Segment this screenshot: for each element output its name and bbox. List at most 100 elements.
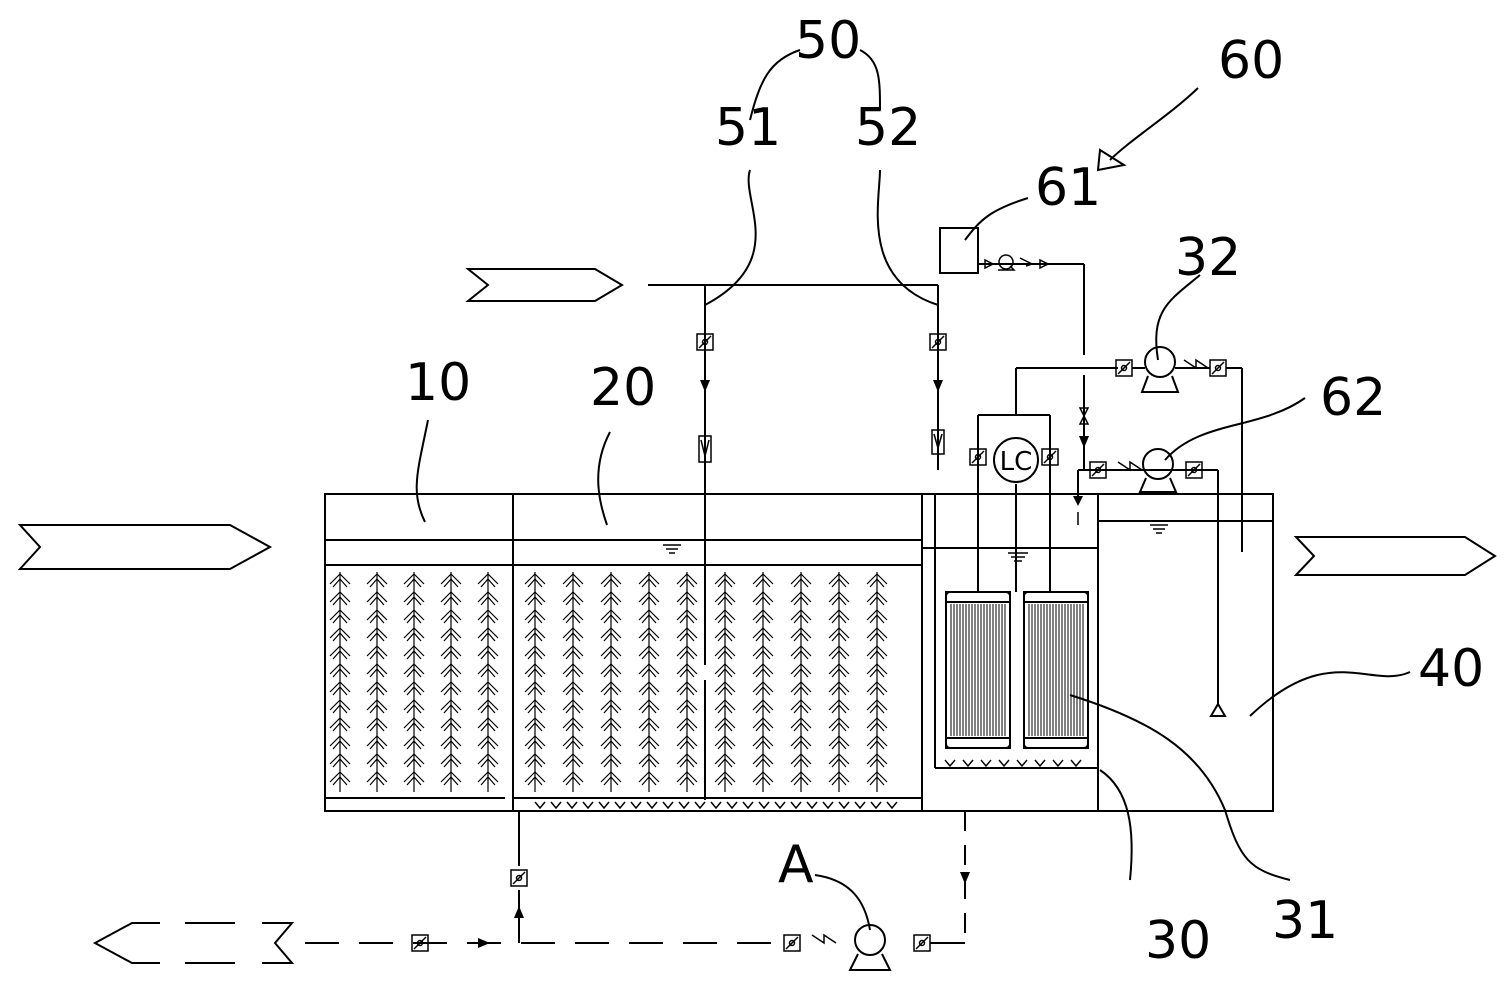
plant-leaf (752, 627, 774, 642)
plant-leaf (638, 681, 660, 696)
plant-leaf (790, 591, 812, 606)
aerator-nozzle (598, 801, 610, 810)
plant-leaf (676, 627, 698, 642)
plant-leaf (562, 591, 584, 606)
plant-leaf (366, 717, 388, 732)
plant-leaf (866, 699, 888, 714)
aerator-nozzle (710, 801, 722, 810)
plant-leaf (524, 645, 546, 660)
plant-leaf (714, 753, 736, 768)
plant-leaf (403, 753, 425, 768)
plant-leaf (366, 771, 388, 786)
plant-leaf (403, 645, 425, 660)
plant-leaf (477, 753, 499, 768)
plant-leaf (562, 717, 584, 732)
plant-leaf (562, 771, 584, 786)
plant-leaf (524, 627, 546, 642)
plant-leaf (866, 771, 888, 786)
level-controller-label: LC (1000, 447, 1033, 477)
plant-leaf (828, 627, 850, 642)
membrane-module-left (945, 591, 1011, 749)
plant-leaf (866, 717, 888, 732)
backwash-pump-62 (1073, 448, 1227, 717)
plant-leaf (866, 753, 888, 768)
plant-leaf (329, 771, 351, 786)
plant-leaf (676, 753, 698, 768)
plant-leaf (403, 735, 425, 750)
plant-leaf (440, 699, 462, 714)
plant-leaf (524, 681, 546, 696)
plant-leaf (440, 573, 462, 588)
aerator-nozzle (886, 801, 898, 810)
aerator-nozzle (726, 801, 738, 810)
plant-leaf (638, 717, 660, 732)
plant-leaf (676, 591, 698, 606)
plant-leaf (790, 771, 812, 786)
plant-leaf (790, 663, 812, 678)
plant-leaf (600, 753, 622, 768)
label-62: 62 (1320, 368, 1386, 428)
plant-leaf (714, 717, 736, 732)
plant-leaf (440, 627, 462, 642)
plant-leaf (477, 573, 499, 588)
air-inlet-arrow (465, 268, 624, 302)
aerator-nozzle (774, 801, 786, 810)
plant-leaf (676, 663, 698, 678)
plant-leaf (828, 753, 850, 768)
plant-leaf (714, 573, 736, 588)
plant-leaf (790, 573, 812, 588)
plant-leaf (329, 717, 351, 732)
plant-leaf (329, 753, 351, 768)
plant-leaf (366, 609, 388, 624)
plant-leaf (790, 717, 812, 732)
plant-leaf (477, 735, 499, 750)
level-controller: LC (993, 437, 1039, 483)
plant-leaf (562, 645, 584, 660)
plant-leaf (638, 627, 660, 642)
water-level-marks (663, 524, 1168, 562)
aerator-nozzle (582, 801, 594, 810)
aerator-nozzle (1052, 759, 1064, 768)
plant-leaf (752, 591, 774, 606)
aerator-nozzle (646, 801, 658, 810)
air-distribution-pipe (648, 284, 947, 800)
permeate-piping (969, 367, 1118, 592)
aerator-nozzle (758, 801, 770, 810)
plant-leaf (638, 591, 660, 606)
sludge-discharge-piping (305, 811, 970, 971)
plant-leaf (366, 591, 388, 606)
plant-leaf (638, 609, 660, 624)
plant-leaf (714, 609, 736, 624)
plant-leaf (676, 735, 698, 750)
plant-leaf (366, 753, 388, 768)
plant-leaf (828, 717, 850, 732)
aerator-nozzle (822, 801, 834, 810)
plant-leaf (329, 699, 351, 714)
plant-leaf (524, 717, 546, 732)
plant-leaf (403, 663, 425, 678)
plant-leaf (866, 573, 888, 588)
plant-leaf (828, 645, 850, 660)
plant-leaf (790, 753, 812, 768)
plant-leaf (752, 699, 774, 714)
plant-leaf (329, 735, 351, 750)
plant-leaf (714, 627, 736, 642)
plant-leaf (366, 645, 388, 660)
plant-leaf (752, 735, 774, 750)
plant-leaf (562, 663, 584, 678)
plant-leaf (714, 735, 736, 750)
plant-leaf (403, 771, 425, 786)
plant-leaf (638, 699, 660, 714)
plant-leaf (524, 735, 546, 750)
plant-leaf (477, 681, 499, 696)
plant-leaf (866, 591, 888, 606)
plant-leaf (562, 681, 584, 696)
plant-leaf (866, 609, 888, 624)
plant-leaf (562, 753, 584, 768)
plant-leaf (638, 735, 660, 750)
plant-leaf (828, 699, 850, 714)
label-60: 60 (1218, 31, 1284, 91)
plant-leaf (366, 573, 388, 588)
plant-leaf (403, 591, 425, 606)
